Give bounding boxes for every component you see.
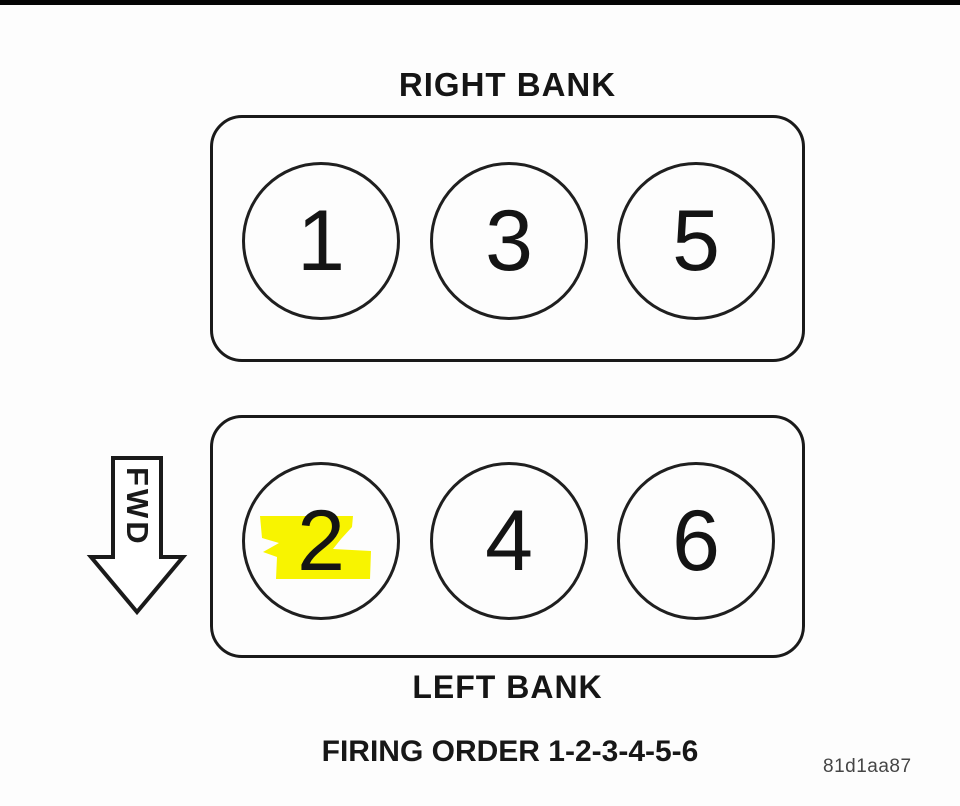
cylinder-4-number: 4 xyxy=(485,493,533,589)
cylinder-4: 4 xyxy=(430,462,588,620)
cylinder-5: 5 xyxy=(617,162,775,320)
fwd-arrow-label: FWD xyxy=(120,467,155,547)
cylinder-2: 2 xyxy=(242,462,400,620)
right-bank-label: RIGHT BANK xyxy=(398,66,617,103)
firing-order-caption: FIRING ORDER 1-2-3-4-5-6 xyxy=(321,735,699,768)
left-bank-outline xyxy=(210,415,805,658)
cylinder-6: 6 xyxy=(617,462,775,620)
top-border-bar xyxy=(0,0,960,5)
cylinder-2-number: 2 xyxy=(297,493,345,589)
right-bank-outline xyxy=(210,115,805,362)
cylinder-3-number: 3 xyxy=(485,193,533,289)
document-code: 81d1aa87 xyxy=(823,756,912,777)
cylinder-5-number: 5 xyxy=(672,193,720,289)
cylinder-6-number: 6 xyxy=(672,493,720,589)
highlighter-mark xyxy=(260,516,371,579)
highlighter-mark-shape xyxy=(260,516,371,579)
cylinder-1: 1 xyxy=(242,162,400,320)
fwd-arrow-outline xyxy=(86,456,188,616)
cylinder-1-number: 1 xyxy=(297,193,345,289)
left-bank-label: LEFT BANK xyxy=(412,669,603,705)
cylinder-3: 3 xyxy=(430,162,588,320)
fwd-arrow-icon: FWD xyxy=(86,456,188,616)
